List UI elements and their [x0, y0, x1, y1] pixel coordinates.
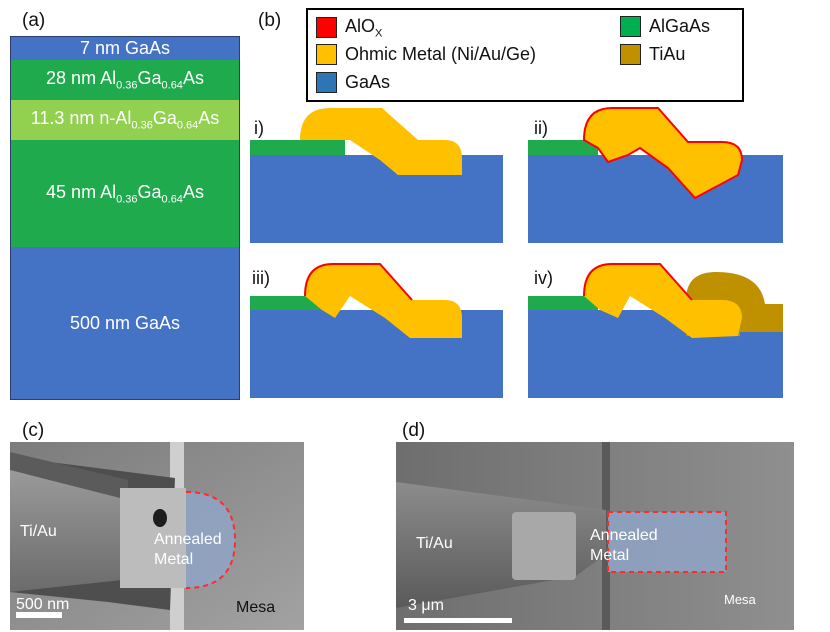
step-i-algaas [250, 140, 345, 155]
layer-gaas-substrate: 500 nm GaAs [11, 247, 239, 399]
legend-item-alox: AlOX [316, 16, 382, 40]
layer-algaas-28nm: 28 nm Al0.36Ga0.64As [11, 60, 239, 100]
legend-swatch-alox [316, 17, 337, 39]
step-iii-algaas [250, 296, 325, 310]
layer-gaas-substrate-label: 500 nm GaAs [69, 312, 181, 333]
layer-algaas-45nm: 45 nm Al0.36Ga0.64As [11, 140, 239, 247]
step-i-diagram [250, 108, 503, 243]
layer-stack: 7 nm GaAs 28 nm Al0.36Ga0.64As 11.3 nm n… [10, 36, 240, 400]
sem-d-outline [607, 511, 727, 573]
sem-image-d [396, 442, 794, 630]
step-ii-ohmic-metal [582, 107, 744, 200]
legend: AlOX Ohmic Metal (Ni/Au/Ge) GaAs AlGaAs … [306, 8, 744, 102]
legend-label-gaas: GaAs [345, 72, 391, 92]
step-iii-diagram [250, 263, 503, 398]
sem-c-center-label: Annealed Metal [154, 531, 222, 568]
sem-c-right-label: Mesa [236, 599, 276, 616]
legend-item-tiau: TiAu [620, 44, 685, 65]
step-ii-algaas [528, 140, 598, 155]
panel-label-d: (d) [402, 420, 426, 441]
legend-item-gaas: GaAs [316, 72, 390, 93]
layer-n-algaas: 11.3 nm n-Al0.36Ga0.64As [11, 100, 239, 140]
step-i-ohmic-metal [300, 108, 462, 175]
legend-swatch-ohmic [316, 44, 337, 65]
step-iii-alox [304, 263, 413, 301]
sem-c-annealed-metal [186, 492, 235, 588]
sem-c-scale-label: 500 nm [16, 596, 70, 613]
step-label-iii: iii) [252, 268, 270, 288]
legend-swatch-algaas [620, 16, 641, 37]
sem-c-lead-top [10, 470, 128, 592]
step-iv-alox [583, 263, 693, 301]
legend-label-algaas: AlGaAs [649, 16, 711, 36]
sem-d-left-label: Ti/Au [416, 535, 453, 552]
panel-label-c: (c) [22, 420, 45, 441]
step-iii-gaas [250, 310, 503, 398]
step-iv-algaas [528, 296, 598, 310]
sem-d-scale-bar [404, 618, 512, 623]
sem-d-contact [512, 512, 576, 580]
legend-item-algaas: AlGaAs [620, 16, 710, 37]
layer-gaas-cap: 7 nm GaAs [11, 37, 239, 60]
legend-label-ohmic: Ohmic Metal (Ni/Au/Ge) [345, 44, 537, 64]
panel-label-b: (b) [258, 10, 282, 31]
step-ii-gaas [528, 155, 783, 243]
step-label-i: i) [254, 118, 264, 138]
layer-gaas-cap-label: 7 nm GaAs [79, 38, 171, 58]
step-ii-diagram [528, 107, 783, 243]
panel-label-a: (a) [22, 10, 46, 31]
sem-c-left-label: Ti/Au [20, 523, 57, 540]
sem-c-void [153, 509, 167, 527]
legend-item-ohmic: Ohmic Metal (Ni/Au/Ge) [316, 44, 536, 65]
sem-d-annealed-metal [608, 512, 726, 572]
sem-d-center-label: Annealed Metal [590, 527, 658, 564]
sem-c-contact [120, 488, 186, 588]
sem-image-c [10, 442, 304, 630]
sem-c-lead-edge [10, 452, 128, 500]
legend-label-alox: AlOX [345, 16, 383, 40]
step-label-ii: ii) [534, 118, 548, 138]
process-diagrams [250, 107, 783, 398]
layer-algaas-28nm-label: 28 nm Al0.36Ga0.64As [46, 68, 204, 92]
legend-swatch-gaas [316, 72, 337, 93]
legend-label-tiau: TiAu [649, 44, 686, 64]
layer-algaas-45nm-label: 45 nm Al0.36Ga0.64As [46, 181, 204, 206]
step-iv-ohmic-metal [584, 264, 742, 338]
step-iii-ohmic-metal [305, 264, 462, 338]
step-label-iv: iv) [534, 268, 553, 288]
sem-d-right-label: Mesa [724, 592, 756, 607]
legend-swatch-tiau [620, 44, 641, 65]
step-iv-diagram [528, 263, 783, 398]
layer-n-algaas-label: 11.3 nm n-Al0.36Ga0.64As [30, 108, 220, 132]
sem-d-scale-label: 3 μm [408, 597, 444, 614]
sem-c-scale-bar [16, 612, 62, 618]
